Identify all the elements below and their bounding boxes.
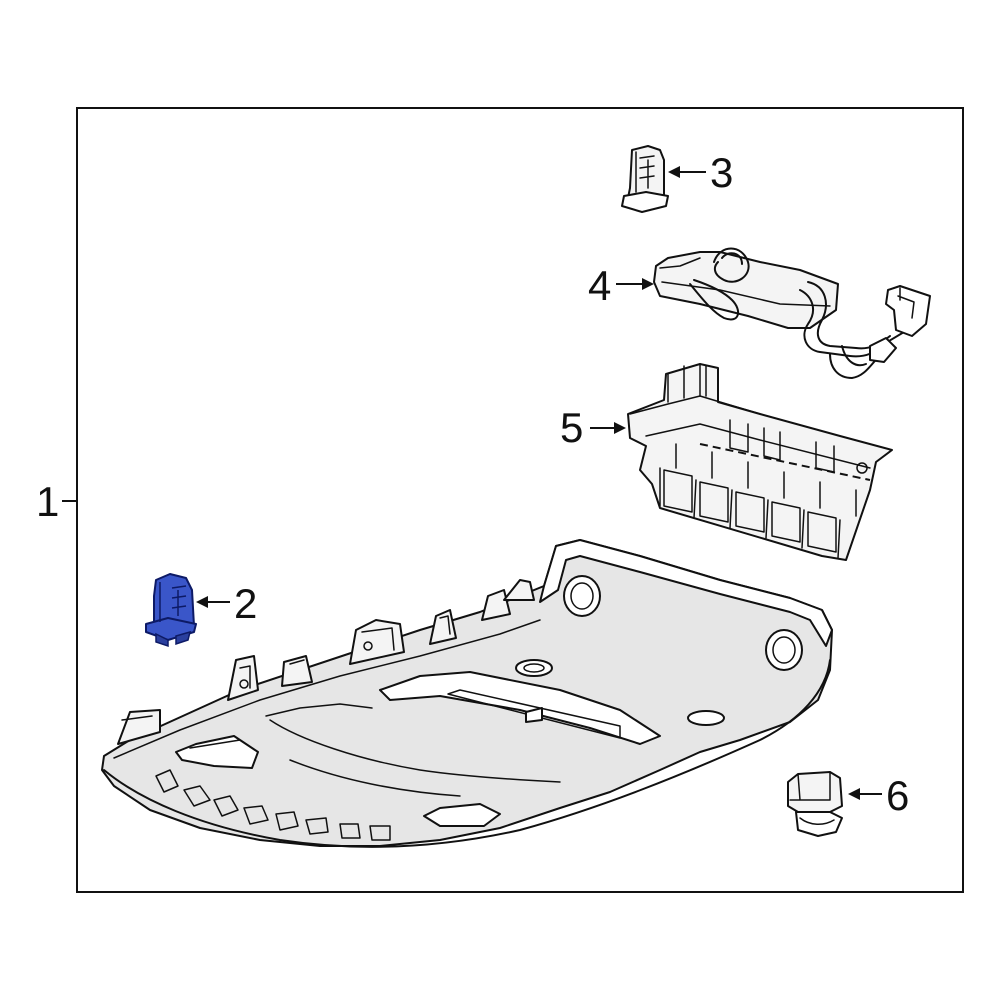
part-6-clip[interactable] [787, 771, 843, 837]
callout-2: 2 [196, 580, 257, 627]
callout-5: 5 [560, 404, 626, 451]
callout-4-label: 4 [588, 262, 611, 309]
callout-3: 3 [668, 149, 733, 196]
part-2-clip-highlighted[interactable] [145, 573, 197, 648]
map-lamp-left [563, 575, 601, 617]
callout-1-label: 1 [36, 478, 59, 525]
callout-4: 4 [588, 262, 654, 309]
callout-6: 6 [848, 772, 909, 819]
part-3-clip[interactable] [621, 145, 669, 213]
part-5-bracket[interactable] [627, 363, 893, 561]
callout-6-label: 6 [886, 772, 909, 819]
callout-5-label: 5 [560, 404, 583, 451]
part-4-module-harness[interactable] [653, 247, 931, 379]
callout-3-label: 3 [710, 149, 733, 196]
callout-2-label: 2 [234, 580, 257, 627]
callout-1: 1 [36, 478, 77, 525]
map-lamp-right [765, 629, 803, 671]
part-1-console-assembly[interactable] [101, 539, 833, 848]
